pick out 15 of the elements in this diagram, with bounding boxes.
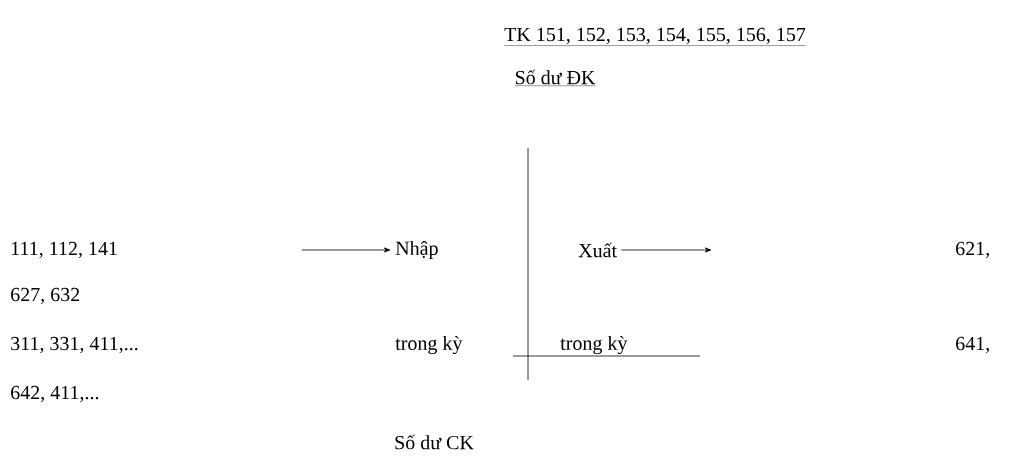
column-text: trong kỳ: [395, 335, 463, 355]
account-numbers: 642, 411,...: [11, 385, 99, 403]
account-numbers: 627, 632: [11, 287, 80, 305]
account-numbers: 621,: [956, 241, 989, 259]
account-numbers: 641,: [956, 336, 989, 354]
balance-heading: Số dư ĐK: [514, 69, 596, 86]
title: TK 151, 152, 153, 154, 155, 156, 157: [504, 27, 807, 46]
column-heading: Xuất: [578, 242, 617, 258]
column-heading: Nhập: [395, 240, 438, 260]
balance-heading: Số dư CK: [395, 434, 474, 450]
account-numbers: 311, 331, 411,...: [11, 336, 138, 354]
column-text: trong kỳ: [560, 335, 628, 355]
account-numbers: 111, 112, 141: [11, 241, 117, 259]
arrow: [301, 247, 391, 253]
arrow: [620, 247, 712, 253]
